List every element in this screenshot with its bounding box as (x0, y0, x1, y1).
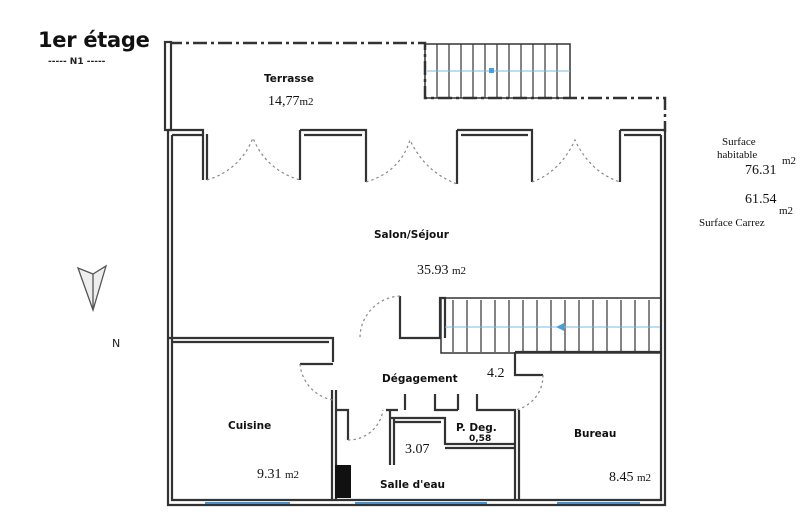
floor-title: 1er étage (38, 28, 150, 52)
room-cuisine-area: 9.31 m2 (257, 467, 300, 482)
stairs-terrace (424, 43, 571, 99)
room-terrasse-label: Terrasse (264, 73, 314, 85)
room-salle-eau-area: 3.07 (405, 442, 430, 457)
chimney-block (335, 465, 351, 498)
carrez-unit: m2 (779, 205, 794, 217)
carrez-value: 61.54 (745, 192, 777, 207)
room-salon-label: Salon/Séjour (374, 229, 449, 241)
habitable-value: 76.31 (745, 163, 777, 178)
room-pdeg-label: P. Deg. (456, 422, 497, 434)
room-bureau-area: 8.45 m2 (609, 470, 652, 485)
floor-level: ----- N1 ----- (48, 57, 106, 67)
terrace-boundary (168, 41, 667, 132)
carrez-label: Surface Carrez (699, 217, 765, 229)
habitable-label-line1: Surface (722, 136, 756, 148)
room-salle-eau-label: Salle d'eau (380, 479, 446, 491)
stairs-main (440, 297, 662, 354)
room-bureau-label: Bureau (574, 428, 617, 440)
room-degagement-area: 4.2 (487, 366, 505, 381)
north-arrow-icon (76, 264, 108, 313)
habitable-label-line2: habitable (717, 149, 758, 161)
room-cuisine-label: Cuisine (228, 420, 272, 432)
habitable-unit: m2 (782, 155, 797, 167)
north-label: N (112, 337, 121, 350)
room-degagement-label: Dégagement (382, 373, 458, 385)
room-pdeg-area: 0,58 (469, 434, 492, 444)
room-terrasse-area: 14,77m2 (268, 94, 314, 109)
room-salon-area: 35.93 m2 (417, 263, 467, 278)
